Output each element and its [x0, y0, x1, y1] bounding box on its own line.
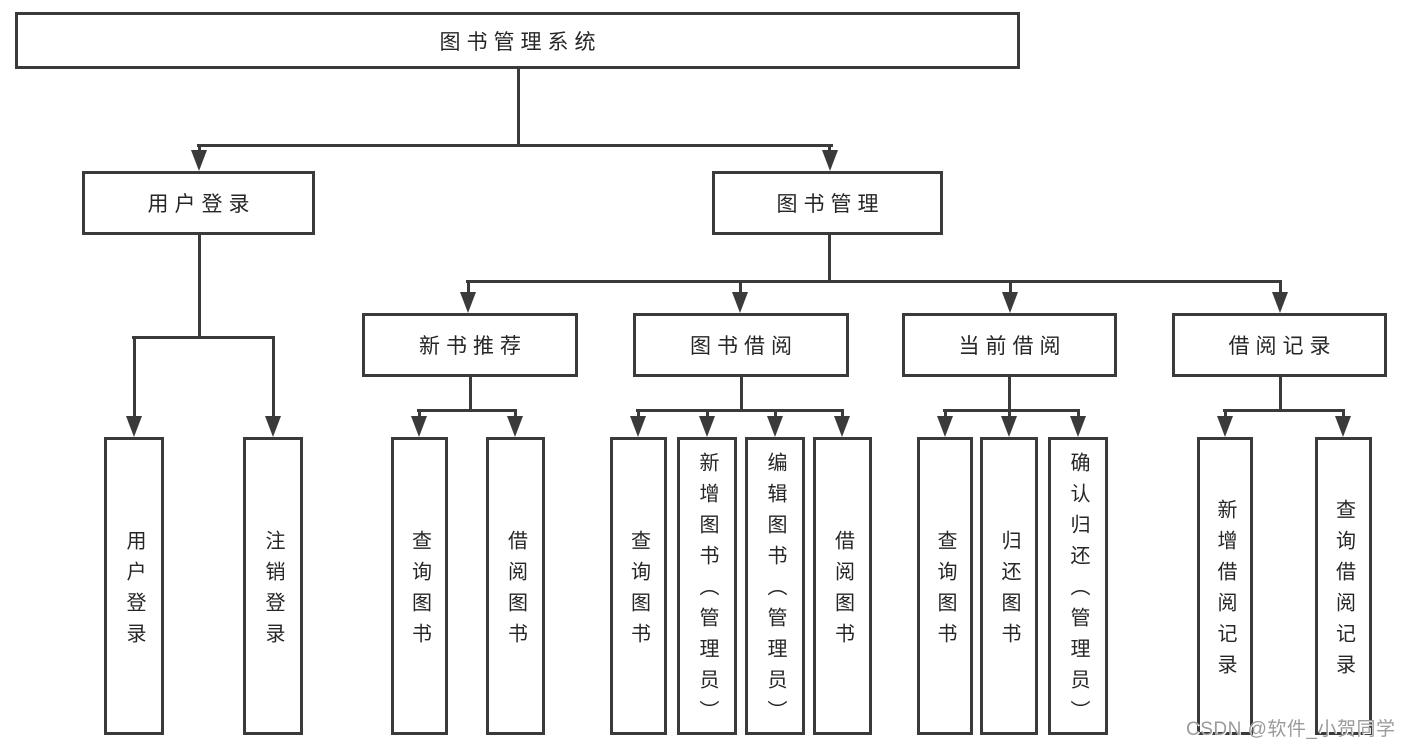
- arrow-down-icon: [126, 416, 142, 437]
- node-book-borrowing: 图书借阅: [633, 313, 849, 377]
- leaf-logout: 注销登录: [243, 437, 303, 735]
- arrow-down-icon: [1001, 416, 1017, 437]
- arrow-down-icon: [460, 292, 476, 313]
- leaf-label: 查询借阅记录: [1332, 498, 1355, 685]
- arrow-down-icon: [822, 150, 838, 171]
- connector-line: [706, 409, 709, 419]
- connector-line: [1223, 409, 1345, 412]
- connector-line: [133, 336, 136, 418]
- leaf-label: 用户登录: [123, 529, 145, 654]
- leaf-label: 借阅图书: [831, 529, 854, 654]
- connector-line: [1008, 409, 1011, 419]
- leaf-query-books-borrow: 查询图书: [610, 437, 667, 735]
- connector-line: [943, 409, 1080, 412]
- arrow-down-icon: [1070, 416, 1086, 437]
- connector-line: [637, 409, 640, 419]
- arrow-down-icon: [1335, 416, 1351, 437]
- leaf-label: 注销登录: [262, 529, 284, 654]
- connector-line: [198, 235, 201, 339]
- connector-line: [1009, 280, 1012, 294]
- connector-line: [636, 409, 844, 412]
- arrow-down-icon: [1217, 416, 1233, 437]
- node-label: 图书管理: [776, 193, 885, 216]
- node-label: 用户登录: [147, 193, 256, 216]
- arrow-down-icon: [411, 416, 427, 437]
- arrow-down-icon: [630, 416, 646, 437]
- leaf-label: 确认归还（管理员）: [1067, 452, 1089, 731]
- leaf-add-borrow-record: 新增借阅记录: [1197, 437, 1253, 735]
- node-label: 新书推荐: [419, 335, 527, 358]
- node-label: 图书管理系统: [439, 30, 602, 54]
- connector-line: [1279, 280, 1282, 294]
- leaf-label: 新增借阅记录: [1214, 498, 1236, 685]
- leaf-edit-books-admin: 编辑图书（管理员）: [745, 437, 805, 735]
- leaf-return-books: 归还图书: [980, 437, 1038, 735]
- connector-line: [1342, 409, 1345, 419]
- arrow-down-icon: [1002, 292, 1018, 313]
- arrow-down-icon: [834, 416, 850, 437]
- arrow-down-icon: [507, 416, 523, 437]
- leaf-label: 查询图书: [934, 529, 956, 654]
- connector-line: [417, 409, 517, 412]
- csdn-watermark: CSDN @软件_小贺同学: [1186, 719, 1396, 740]
- leaf-label: 归还图书: [998, 529, 1020, 654]
- connector-line: [132, 336, 275, 339]
- connector-line: [466, 280, 1282, 283]
- connector-line: [1279, 377, 1282, 411]
- node-library-management-system: 图书管理系统: [15, 12, 1020, 69]
- node-label: 借阅记录: [1228, 335, 1337, 358]
- leaf-label: 编辑图书（管理员）: [764, 452, 786, 731]
- connector-line: [272, 336, 275, 418]
- leaf-add-books-admin: 新增图书（管理员）: [677, 437, 737, 735]
- node-book-management: 图书管理: [712, 171, 943, 235]
- arrow-down-icon: [767, 416, 783, 437]
- connector-line: [774, 409, 777, 419]
- connector-line: [739, 280, 742, 294]
- connector-line: [944, 409, 947, 419]
- connector-line: [841, 409, 844, 419]
- node-borrowing-records: 借阅记录: [1172, 313, 1387, 377]
- node-new-book-recommend: 新书推荐: [362, 313, 578, 377]
- node-label: 图书借阅: [690, 335, 798, 358]
- connector-line: [1008, 377, 1011, 411]
- arrow-down-icon: [191, 150, 207, 171]
- leaf-query-books-recommend: 查询图书: [391, 437, 448, 735]
- node-current-borrowing: 当前借阅: [902, 313, 1117, 377]
- arrow-down-icon: [265, 416, 281, 437]
- connector-line: [197, 144, 833, 147]
- leaf-confirm-return-admin: 确认归还（管理员）: [1048, 437, 1108, 735]
- connector-line: [740, 377, 743, 411]
- arrow-down-icon: [732, 292, 748, 313]
- leaf-label: 借阅图书: [504, 529, 527, 654]
- arrow-down-icon: [699, 416, 715, 437]
- leaf-borrow-books: 借阅图书: [813, 437, 872, 735]
- leaf-user-login: 用户登录: [104, 437, 164, 735]
- leaf-query-borrow-record: 查询借阅记录: [1315, 437, 1372, 735]
- leaf-label: 查询图书: [627, 529, 650, 654]
- connector-line: [469, 377, 472, 411]
- node-user-login: 用户登录: [82, 171, 315, 235]
- leaf-label: 查询图书: [408, 529, 431, 654]
- arrow-down-icon: [1272, 292, 1288, 313]
- connector-line: [517, 68, 520, 146]
- leaf-label: 新增图书（管理员）: [696, 452, 718, 731]
- connector-line: [828, 235, 831, 282]
- connector-line: [467, 280, 470, 294]
- leaf-borrow-books-recommend: 借阅图书: [486, 437, 545, 735]
- connector-line: [418, 409, 421, 419]
- connector-line: [1224, 409, 1227, 419]
- leaf-query-books-current: 查询图书: [917, 437, 973, 735]
- node-label: 当前借阅: [958, 335, 1067, 358]
- connector-line: [1077, 409, 1080, 419]
- arrow-down-icon: [937, 416, 953, 437]
- connector-line: [514, 409, 517, 419]
